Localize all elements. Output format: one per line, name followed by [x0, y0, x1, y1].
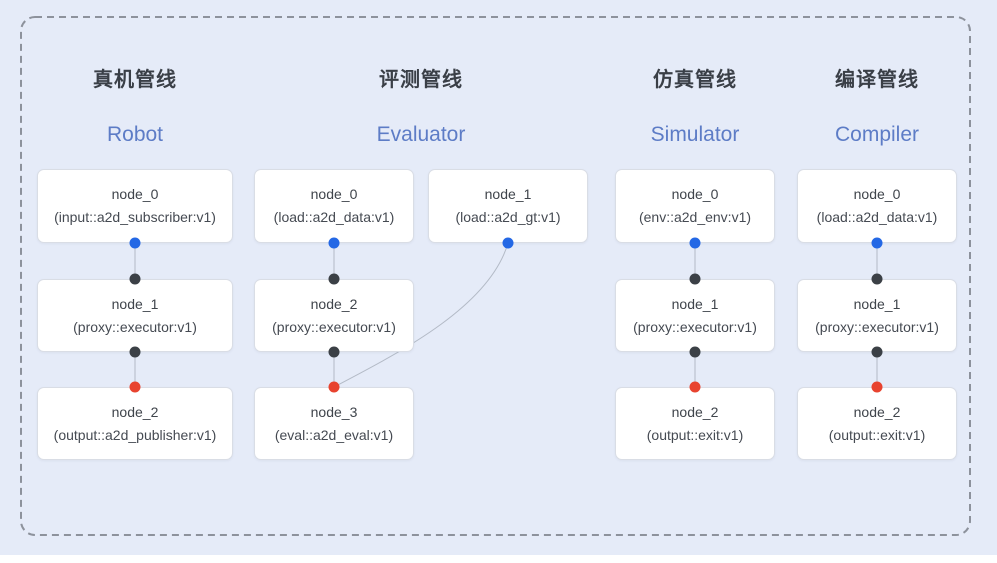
input-port-dot: [689, 273, 701, 285]
column-title-zh-robot: 真机管线: [93, 69, 177, 91]
node-card-simulator-node0[interactable]: node_0 (env::a2d_env:v1): [615, 169, 775, 243]
column-title-zh-compiler: 编译管线: [835, 69, 919, 91]
column-title-en-simulator: Simulator: [650, 123, 740, 146]
node-name: node_1: [853, 295, 901, 312]
node-card-evaluator-node0[interactable]: node_0 (load::a2d_data:v1): [254, 169, 414, 243]
output-port-dot: [328, 237, 340, 249]
node-card-compiler-node2[interactable]: node_2 (output::exit:v1): [797, 387, 957, 460]
node-card-simulator-node2[interactable]: node_2 (output::exit:v1): [615, 387, 775, 460]
input-port-dot: [871, 273, 883, 285]
node-card-evaluator-node1[interactable]: node_1 (load::a2d_gt:v1): [428, 169, 588, 243]
node-card-robot-node2[interactable]: node_2 (output::a2d_publisher:v1): [37, 387, 233, 460]
output-port-dot-dark: [328, 346, 340, 358]
node-card-compiler-node1[interactable]: node_1 (proxy::executor:v1): [797, 279, 957, 352]
node-impl: (load::a2d_gt:v1): [455, 209, 561, 225]
node-name: node_1: [484, 186, 532, 202]
sink-port-dot: [328, 381, 340, 393]
node-impl: (proxy::executor:v1): [815, 318, 939, 335]
input-port-dot: [129, 273, 141, 285]
node-card-evaluator-node3[interactable]: node_3 (eval::a2d_eval:v1): [254, 387, 414, 460]
node-name: node_2: [111, 403, 159, 420]
output-port-dot: [689, 237, 701, 249]
node-name: node_2: [671, 403, 719, 420]
dashed-border: [20, 16, 971, 536]
node-impl: (proxy::executor:v1): [272, 318, 396, 335]
sink-port-dot: [129, 381, 141, 393]
node-name: node_0: [111, 186, 159, 202]
node-card-compiler-node0[interactable]: node_0 (load::a2d_data:v1): [797, 169, 957, 243]
node-card-simulator-node1[interactable]: node_1 (proxy::executor:v1): [615, 279, 775, 352]
node-impl: (env::a2d_env:v1): [638, 209, 752, 225]
column-title-zh-evaluator: 评测管线: [379, 69, 463, 91]
node-name: node_0: [853, 186, 901, 202]
edge-eval-n1-n3-curve: [333, 242, 509, 388]
node-name: node_2: [310, 295, 358, 312]
output-port-dot: [502, 237, 514, 249]
output-port-dot-dark: [871, 346, 883, 358]
sink-port-dot: [689, 381, 701, 393]
node-impl: (load::a2d_data:v1): [816, 209, 938, 225]
sink-port-dot: [871, 381, 883, 393]
node-name: node_3: [310, 403, 358, 420]
node-name: node_0: [310, 186, 358, 202]
node-card-robot-node0[interactable]: node_0 (input::a2d_subscriber:v1): [37, 169, 233, 243]
node-name: node_1: [671, 295, 719, 312]
node-card-evaluator-node2[interactable]: node_2 (proxy::executor:v1): [254, 279, 414, 352]
node-name: node_2: [853, 403, 901, 420]
node-impl: (proxy::executor:v1): [633, 318, 757, 335]
column-title-en-compiler: Compiler: [834, 123, 920, 146]
node-impl: (output::exit:v1): [828, 426, 926, 443]
output-port-dot: [129, 237, 141, 249]
node-impl: (output::exit:v1): [646, 426, 744, 443]
node-name: node_1: [111, 295, 159, 312]
node-impl: (load::a2d_data:v1): [273, 209, 395, 225]
node-card-robot-node1[interactable]: node_1 (proxy::executor:v1): [37, 279, 233, 352]
output-port-dot-dark: [689, 346, 701, 358]
column-title-zh-simulator: 仿真管线: [653, 69, 737, 91]
output-port-dot: [871, 237, 883, 249]
node-impl: (output::a2d_publisher:v1): [53, 426, 217, 443]
input-port-dot: [328, 273, 340, 285]
column-title-en-evaluator: Evaluator: [376, 123, 466, 146]
node-name: node_0: [671, 186, 719, 202]
node-impl: (proxy::executor:v1): [73, 318, 197, 335]
output-port-dot-dark: [129, 346, 141, 358]
node-impl: (eval::a2d_eval:v1): [274, 426, 394, 443]
node-impl: (input::a2d_subscriber:v1): [54, 209, 216, 225]
column-title-en-robot: Robot: [106, 123, 164, 146]
